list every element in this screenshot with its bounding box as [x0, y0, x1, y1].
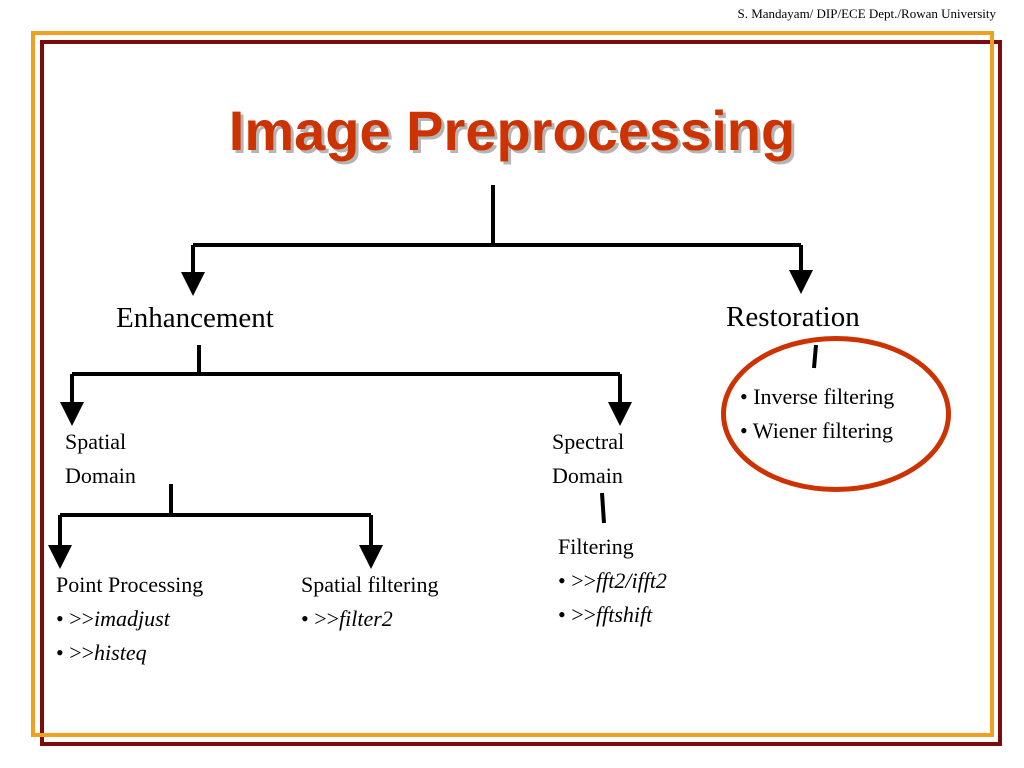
- command-name: fftshift: [596, 602, 653, 627]
- slide-frame-outer: [40, 40, 1002, 746]
- node-spectral-filtering: Filtering • >>fft2/ifft2 • >>fftshift: [558, 530, 667, 632]
- slide-frame-inner: [31, 31, 994, 737]
- restoration-item: • Inverse filtering: [740, 384, 895, 409]
- point-processing-item: • >>histeq: [56, 640, 147, 665]
- node-spectral-domain: Spectral Domain: [552, 425, 624, 493]
- node-enhancement: Enhancement: [116, 302, 274, 334]
- spatial-filtering-heading: Spatial filtering: [301, 572, 439, 597]
- spectral-domain-line: Spectral: [552, 429, 625, 454]
- spectral-filtering-item: • >>fftshift: [558, 602, 653, 627]
- slide-credit: S. Mandayam/ DIP/ECE Dept./Rowan Univers…: [737, 6, 996, 21]
- spectral-filtering-heading: Filtering: [558, 534, 634, 559]
- node-restoration: Restoration: [726, 301, 860, 333]
- node-spatial-filtering: Spatial filtering • >>filter2: [301, 568, 438, 636]
- restoration-items: • Inverse filtering • Wiener filtering: [740, 380, 894, 448]
- slide-title: Image Preprocessing: [228, 99, 796, 162]
- spatial-domain-line: Spatial: [65, 429, 127, 454]
- spatial-domain-line: Domain: [65, 463, 136, 488]
- point-processing-heading: Point Processing: [56, 572, 204, 597]
- spectral-domain-line: Domain: [552, 463, 623, 488]
- command-name: histeq: [94, 640, 147, 665]
- restoration-highlight-ellipse: [721, 336, 951, 492]
- node-point-processing: Point Processing • >>imadjust • >>histeq: [56, 568, 203, 670]
- command-name: filter2: [339, 606, 393, 631]
- spatial-filtering-item: • >>filter2: [301, 606, 393, 631]
- restoration-item: • Wiener filtering: [740, 418, 894, 443]
- command-name: fft2/ifft2: [596, 568, 667, 593]
- command-name: imadjust: [94, 606, 170, 631]
- point-processing-item: • >>imadjust: [56, 606, 170, 631]
- node-spatial-domain: Spatial Domain: [65, 425, 136, 493]
- spectral-stem: [600, 492, 606, 524]
- spectral-filtering-item: • >>fft2/ifft2: [558, 568, 667, 593]
